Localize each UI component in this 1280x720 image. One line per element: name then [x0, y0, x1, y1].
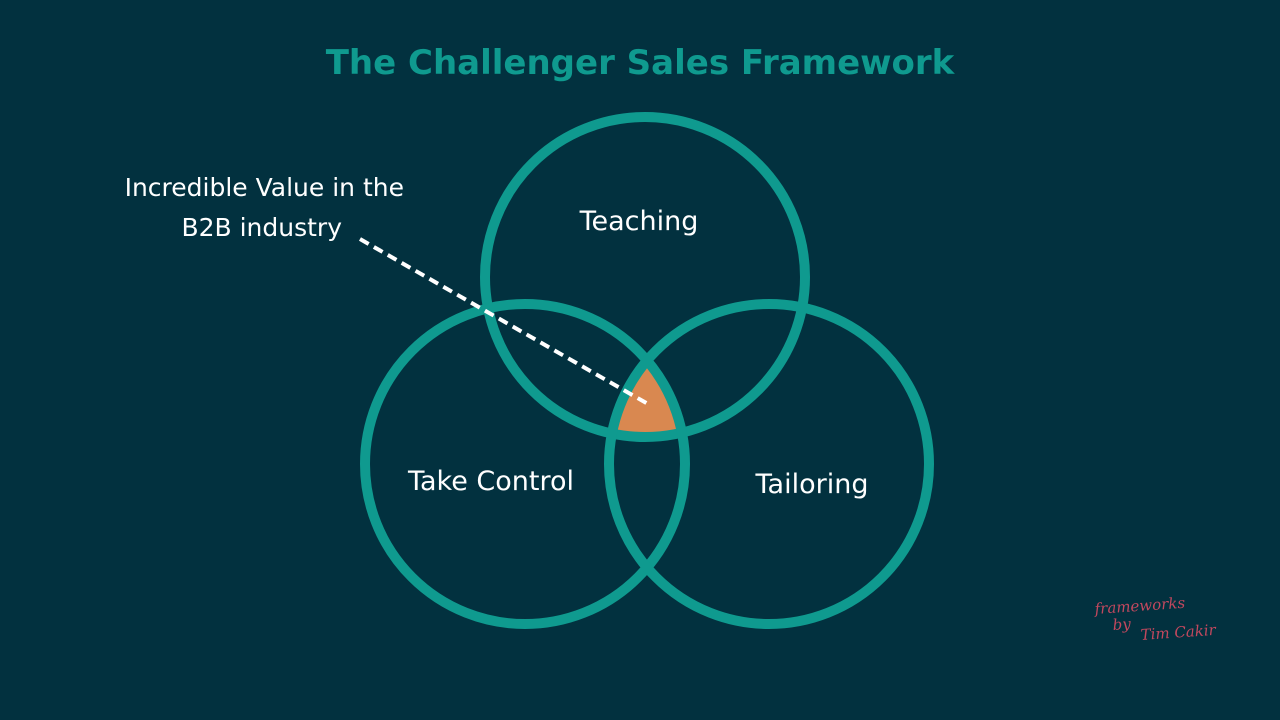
- callout-pointer-line: [359, 237, 649, 406]
- signature-line-3: Tim Cakir: [1140, 621, 1217, 644]
- teaching-label: Teaching: [579, 206, 699, 237]
- teaching-circle: [480, 112, 810, 442]
- take-control-label: Take Control: [407, 466, 574, 497]
- tailoring-label: Tailoring: [755, 469, 869, 500]
- callout-line-1: Incredible Value in the: [125, 173, 404, 202]
- take-control-circle: [360, 299, 690, 629]
- diagram-title: The Challenger Sales Framework: [326, 43, 956, 83]
- signature-line-1: frameworks: [1093, 594, 1186, 618]
- signature-line-2: by: [1112, 615, 1132, 634]
- tailoring-circle: [604, 299, 934, 629]
- callout-line-2: B2B industry: [181, 213, 342, 242]
